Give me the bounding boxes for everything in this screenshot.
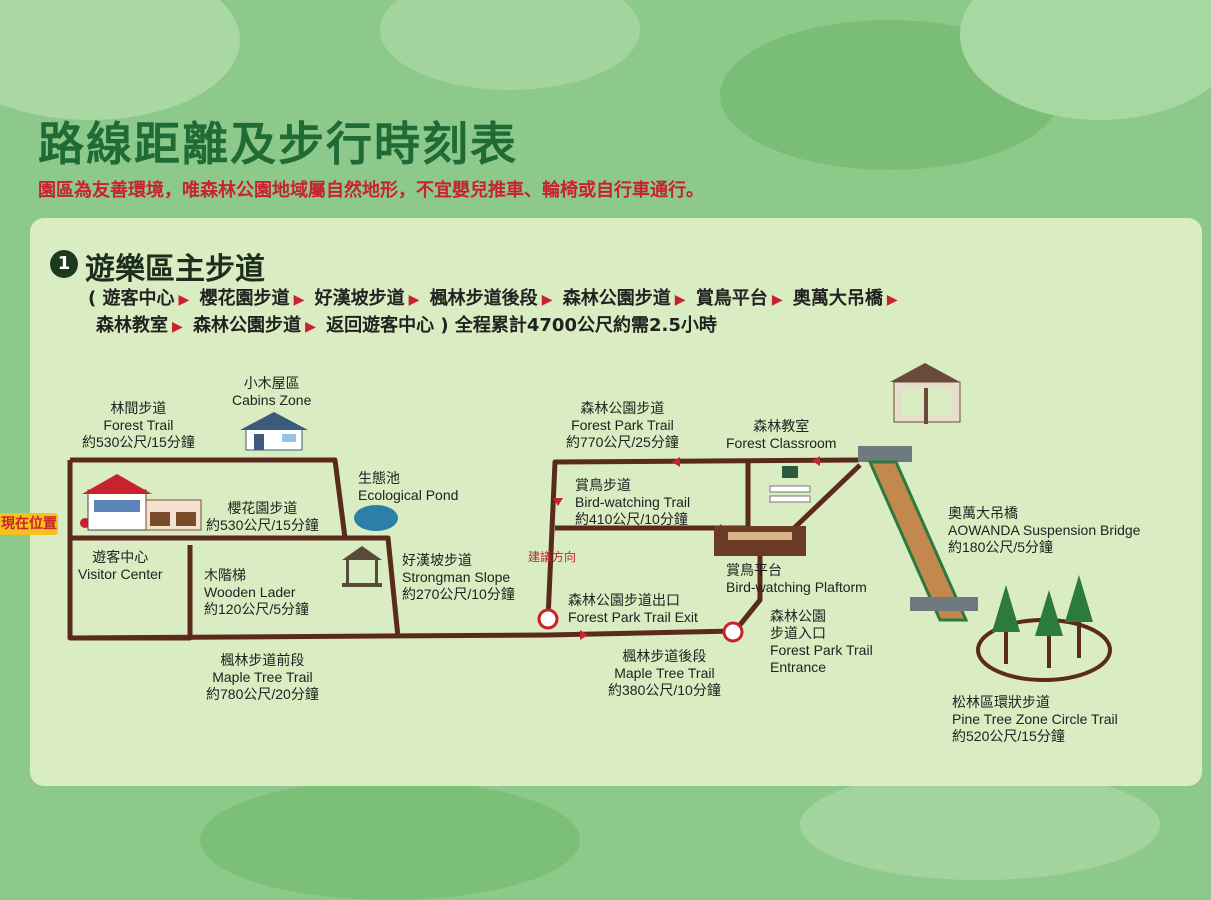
you-are-here-tag: 現在位置 [0, 513, 58, 535]
route-stop: 好漢坡步道 [314, 288, 405, 309]
maple-front-label: 楓林步道前段 Maple Tree Trail 約780公尺/20分鐘 [206, 652, 319, 702]
trail-map [67, 363, 1112, 682]
maple-back-label: 楓林步道後段 Maple Tree Trail 約380公尺/10分鐘 [608, 648, 721, 698]
visitor-center-icon [82, 474, 202, 531]
arrow-icon: ▶ [293, 292, 305, 308]
strongman-slope-line [345, 535, 401, 638]
forest-classroom-icon [769, 466, 811, 503]
page-title: 路線距離及步行時刻表 [38, 117, 518, 171]
bird-platform-label: 賞鳥平台 Bird-watching Plaftorm [726, 562, 867, 595]
ecological-pond-icon [354, 505, 398, 531]
arrow-icon: ▶ [178, 292, 190, 308]
maple-back-line [547, 628, 736, 638]
route-stop: 森林公園步道 [562, 288, 671, 309]
arrow-icon: ▶ [172, 319, 183, 335]
forest-classroom-label: 森林教室 Forest Classroom [726, 418, 837, 451]
arrow-icon: ▶ [305, 319, 316, 335]
route-stop: 賞鳥平台 [695, 288, 768, 309]
suggested-direction-label: 建議方向 [528, 550, 577, 564]
arrow-icon [812, 456, 820, 466]
route-stop: 奧萬大吊橋 [792, 288, 883, 309]
pine-circle-icon [976, 575, 1112, 682]
route-line-1: ( 遊客中心▶ 櫻花園步道▶ 好漢坡步道▶ 楓林步道後段▶ 森林公園步道▶ 賞鳥… [88, 286, 1098, 313]
arrow-icon [580, 630, 588, 640]
arrow-icon [672, 457, 680, 467]
forest-park-entrance-marker [722, 621, 744, 643]
classroom-connector [788, 463, 862, 534]
cherry-trail-label: 櫻花園步道 約530公尺/15分鐘 [206, 500, 319, 533]
entrance-line [733, 555, 763, 633]
ecological-pond-label: 生態池 Ecological Pond [358, 470, 459, 503]
route-stop: ( 遊客中心 [88, 288, 175, 309]
forest-park-trail-label: 森林公園步道 Forest Park Trail 約770公尺/25分鐘 [566, 400, 679, 450]
forest-park-trail-line [545, 457, 859, 620]
cabins-zone-label: 小木屋區 Cabins Zone [232, 375, 312, 408]
arrow-icon: ▶ [541, 292, 553, 308]
route-description: ( 遊客中心▶ 櫻花園步道▶ 好漢坡步道▶ 楓林步道後段▶ 森林公園步道▶ 賞鳥… [88, 286, 1098, 340]
route-stop: 櫻花園步道 [199, 288, 290, 309]
arrow-icon: ▶ [886, 292, 898, 308]
strongman-slope-label: 好漢坡步道 Strongman Slope 約270公尺/10分鐘 [402, 552, 515, 602]
cabin-icon [240, 412, 308, 451]
route-summary: 返回遊客中心 ) 全程累計4700公尺約需2.5小時 [326, 315, 717, 336]
wooden-lader-label: 木階梯 Wooden Lader 約120公尺/5分鐘 [204, 567, 310, 617]
forest-park-exit-label: 森林公園步道出口 Forest Park Trail Exit [568, 592, 698, 625]
birdwatching-platform-icon [714, 526, 806, 556]
arrow-icon: ▶ [674, 292, 686, 308]
section-title: 遊樂區主步道 [85, 252, 265, 287]
pine-circle-label: 松林區環狀步道 Pine Tree Zone Circle Trail 約520… [952, 694, 1118, 744]
suspension-bridge-label: 奧萬大吊橋 AOWANDA Suspension Bridge 約180公尺/5… [948, 505, 1141, 555]
route-line-2: 森林教室▶ 森林公園步道▶ 返回遊客中心 ) 全程累計4700公尺約需2.5小時 [88, 313, 1098, 340]
visitor-center-label: 遊客中心 Visitor Center [78, 549, 163, 582]
forest-park-entrance-label: 森林公園 步道入口 Forest Park Trail Entrance [770, 608, 873, 675]
suspension-bridge-icon [858, 446, 978, 622]
pavilion-icon [342, 546, 382, 587]
forest-trail-label: 林間步道 Forest Trail 約530公尺/15分鐘 [82, 400, 195, 450]
map-panel [30, 218, 1202, 786]
arrow-icon: ▶ [408, 292, 420, 308]
route-stop: 森林教室 [96, 315, 168, 336]
section-number-badge: 1 [50, 250, 78, 278]
bridge-pavilion-icon [890, 363, 961, 424]
arrow-icon: ▶ [771, 292, 783, 308]
route-stop: 楓林步道後段 [429, 288, 538, 309]
maple-front-line [69, 632, 549, 641]
arrow-icon [553, 498, 563, 506]
birdwatching-trail-label: 賞鳥步道 Bird-watching Trail 約410公尺/10分鐘 [575, 477, 691, 527]
accessibility-notice: 園區為友善環境，唯森林公園地域屬自然地形，不宜嬰兒推車、輪椅或自行車通行。 [38, 180, 704, 201]
route-stop: 森林公園步道 [193, 315, 302, 336]
forest-park-exit-marker [537, 608, 559, 630]
